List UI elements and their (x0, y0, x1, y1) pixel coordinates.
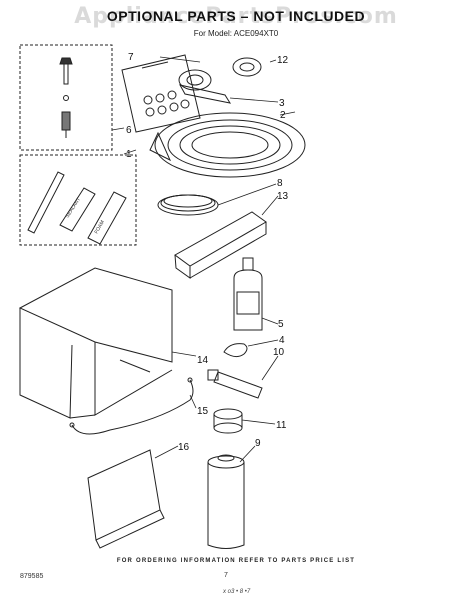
callout-11: 11 (276, 420, 287, 431)
tube-1-label: SEALANT (65, 197, 82, 219)
callout-4: 4 (279, 335, 285, 346)
valve-fitting-part (59, 57, 73, 138)
unit-cover-part (18, 267, 173, 419)
lubricant-tube-part (207, 369, 263, 399)
callout-14: 14 (197, 355, 209, 366)
foam-block-part (174, 211, 267, 279)
page-number: 7 (224, 572, 228, 579)
tape-roll-small-part (232, 57, 262, 77)
tape-roll-part (213, 408, 243, 434)
tube-part-2: FOAM (87, 191, 127, 245)
callout-5: 5 (278, 319, 284, 330)
dashed-box-6 (19, 44, 113, 151)
filter-pad-part (87, 449, 165, 549)
spray-can-part (207, 454, 245, 549)
ordering-info: FOR ORDERING INFORMATION REFER TO PARTS … (116, 558, 356, 564)
model-line: For Model: ACE094XT0 (193, 29, 279, 38)
callout-16: 16 (178, 442, 190, 453)
footer-signature: x o3 • 8 •7 (223, 589, 251, 595)
wire-coil-part (157, 194, 219, 216)
dashed-box-1 (19, 154, 137, 246)
callout-15: 15 (197, 406, 209, 417)
page-title: OPTIONAL PARTS – NOT INCLUDED (106, 8, 366, 24)
callout-10: 10 (273, 347, 285, 358)
doc-code: 879585 (20, 573, 44, 580)
watermark: AppliancePartsPros.com (74, 4, 398, 29)
callout-3: 3 (279, 98, 285, 109)
foam-strip-roll-part (178, 69, 232, 104)
insulation-coil-part (149, 112, 306, 178)
callout-9: 9 (255, 438, 261, 449)
tube-part-1: SEALANT (59, 187, 96, 232)
rod-part (27, 171, 65, 234)
capsule-part (223, 343, 248, 358)
tube-2-label: FOAM (94, 219, 106, 235)
callout-1: 1 (126, 149, 132, 160)
cord-part (69, 377, 194, 435)
callout-8: 8 (277, 178, 283, 189)
callout-6: 6 (126, 125, 132, 136)
callout-7: 7 (128, 52, 134, 63)
callout-12: 12 (277, 55, 289, 66)
gasket-packet-part (121, 54, 201, 133)
callout-2: 2 (280, 110, 286, 121)
leader-lines (111, 56, 296, 463)
callout-13: 13 (277, 191, 289, 202)
oil-bottle-part (233, 257, 263, 331)
